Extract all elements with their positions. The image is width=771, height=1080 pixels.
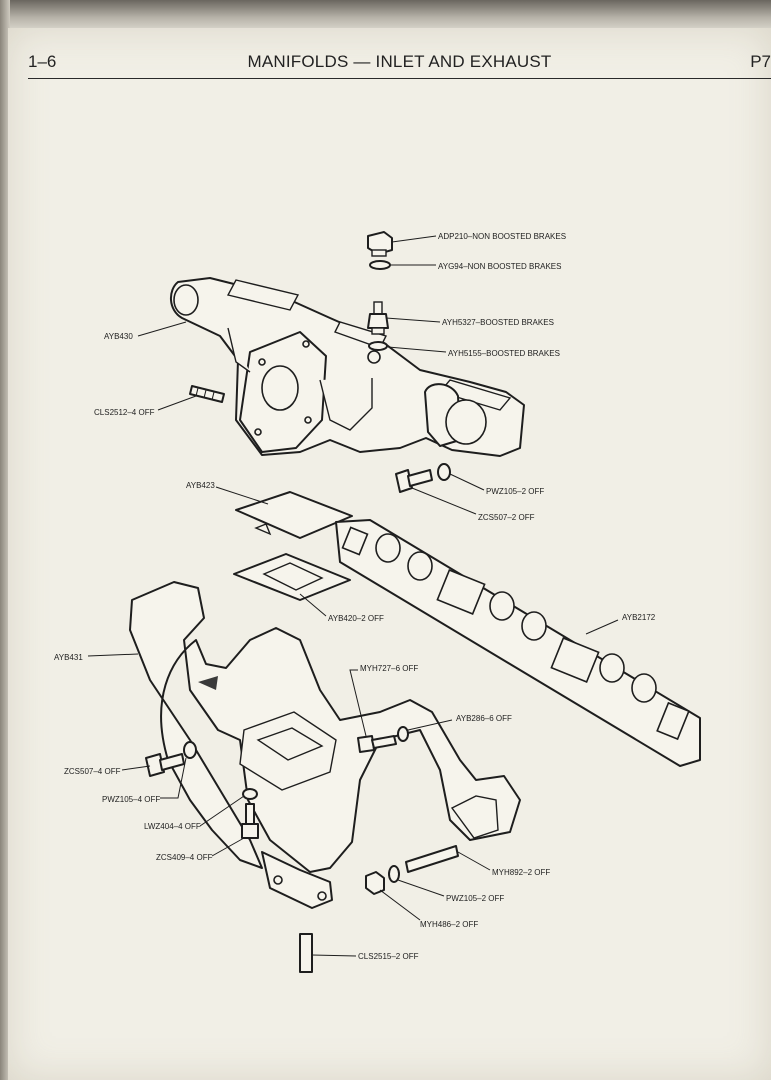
label-ayb2172: AYB2172 (622, 613, 656, 622)
label-zcs507-lower: ZCS507–4 OFF (64, 767, 121, 776)
label-ayb423: AYB423 (186, 481, 215, 490)
scan-shadow-left (0, 0, 10, 1080)
label-ayh5327: AYH5327–BOOSTED BRAKES (442, 318, 554, 327)
bolt-myh727 (357, 735, 397, 753)
washer-ayb286 (397, 726, 409, 742)
bolt-zcs409 (241, 803, 259, 839)
exhaust-manifold-ayb431 (129, 581, 521, 909)
washer-pwz105-upper (437, 463, 451, 481)
adaptor-ayh5327 (367, 301, 389, 335)
gasket-ayb420 (233, 553, 351, 601)
label-ayb430: AYB430 (104, 332, 133, 341)
bolt-zcs507-upper (395, 469, 433, 493)
label-zcs507-upper: ZCS507–2 OFF (478, 513, 535, 522)
page-number: 1–6 (28, 52, 57, 71)
washer-pwz105-bottom (388, 865, 400, 883)
label-pwz105-bottom: PWZ105–2 OFF (446, 894, 504, 903)
label-myh486: MYH486–2 OFF (420, 920, 478, 929)
bolt-zcs507-lower (145, 753, 185, 777)
washer-ayh5155 (368, 341, 388, 351)
label-myh727: MYH727–6 OFF (360, 664, 418, 673)
label-pwz105-lower: PWZ105–4 OFF (102, 795, 160, 804)
washer-lwz404 (242, 788, 258, 800)
label-pwz105-upper: PWZ105–2 OFF (486, 487, 544, 496)
nut-myh486 (365, 871, 385, 895)
label-ayb431: AYB431 (54, 653, 83, 662)
stud-cls2515 (299, 933, 313, 973)
label-cls2515: CLS2515–2 OFF (358, 952, 419, 961)
label-ayb286: AYB286–6 OFF (456, 714, 512, 723)
label-lwz404: LWZ404–4 OFF (144, 822, 201, 831)
label-ayg94: AYG94–NON BOOSTED BRAKES (438, 262, 561, 271)
stud-myh892 (405, 845, 459, 873)
label-adp210: ADP210–NON BOOSTED BRAKES (438, 232, 566, 241)
page-header: 1–6 MANIFOLDS — INLET AND EXHAUST P7 (28, 50, 771, 79)
label-ayb420: AYB420–2 OFF (328, 614, 384, 623)
label-cls2512: CLS2512–4 OFF (94, 408, 155, 417)
scan-shadow-top (0, 0, 771, 30)
leader-lines (87, 235, 619, 957)
fitting-adp210 (367, 231, 393, 257)
label-myh892: MYH892–2 OFF (492, 868, 550, 877)
gasket-ayb2172 (335, 519, 701, 767)
stud-cls2512 (189, 385, 225, 403)
page-code: P7 (750, 52, 771, 71)
washer-pwz105-lower (183, 741, 197, 759)
inlet-manifold-ayb430 (170, 277, 525, 457)
page-title: MANIFOLDS — INLET AND EXHAUST (247, 52, 552, 71)
label-ayh5155: AYH5155–BOOSTED BRAKES (448, 349, 560, 358)
washer-ayg94 (369, 260, 391, 270)
label-zcs409: ZCS409–4 OFF (156, 853, 213, 862)
